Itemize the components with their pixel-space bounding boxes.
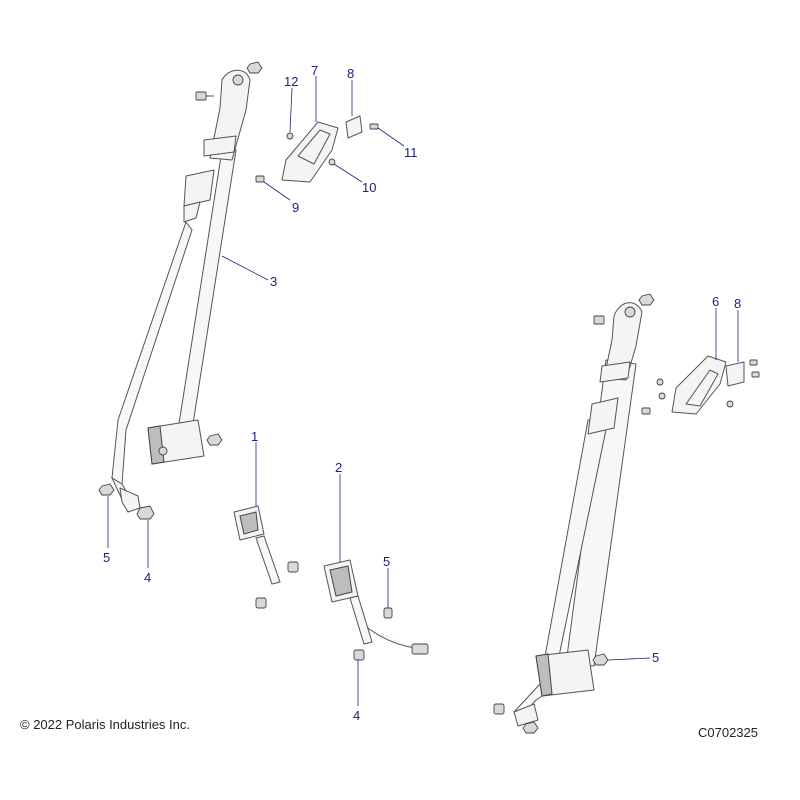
leader-3 <box>221 255 269 281</box>
callout-1: 1 <box>251 429 258 444</box>
bolt-left-floor <box>136 505 155 520</box>
seat-belt-assembly-left <box>110 69 251 513</box>
nut-left-retractor <box>206 433 223 446</box>
bolt-left-top <box>195 91 214 101</box>
callout-5-left: 5 <box>103 550 110 565</box>
callout-4-mid: 4 <box>353 708 360 723</box>
leader-9 <box>263 181 291 201</box>
callout-3: 3 <box>270 274 277 289</box>
callout-8-top: 8 <box>347 66 354 81</box>
copyright-notice: © 2022 Polaris Industries Inc. <box>20 717 190 732</box>
bracket-right <box>641 355 760 415</box>
callout-8-right: 8 <box>734 296 741 311</box>
hardware-right <box>493 293 655 734</box>
drawing-number: C0702325 <box>698 725 758 740</box>
leader-11 <box>377 127 405 147</box>
seat-belt-assembly-right <box>513 302 643 727</box>
buckle-2 <box>323 559 429 661</box>
callout-11: 11 <box>404 145 418 160</box>
leader-10 <box>333 163 363 183</box>
callout-7: 7 <box>311 63 318 78</box>
callout-5-mid: 5 <box>383 554 390 569</box>
callout-6: 6 <box>712 294 719 309</box>
buckle-1 <box>233 505 299 609</box>
callout-5-right: 5 <box>652 650 659 665</box>
callout-10: 10 <box>362 180 376 195</box>
callout-9: 9 <box>292 200 299 215</box>
callout-2: 2 <box>335 460 342 475</box>
bracket-upper-left <box>281 115 363 183</box>
leader-5-right <box>607 657 651 661</box>
nut-left-top <box>246 61 263 74</box>
callout-4-left: 4 <box>144 570 151 585</box>
callout-12: 12 <box>284 74 298 89</box>
leader-12 <box>289 87 293 133</box>
nut-left-floor <box>98 483 115 496</box>
hardware-upper <box>255 123 379 183</box>
